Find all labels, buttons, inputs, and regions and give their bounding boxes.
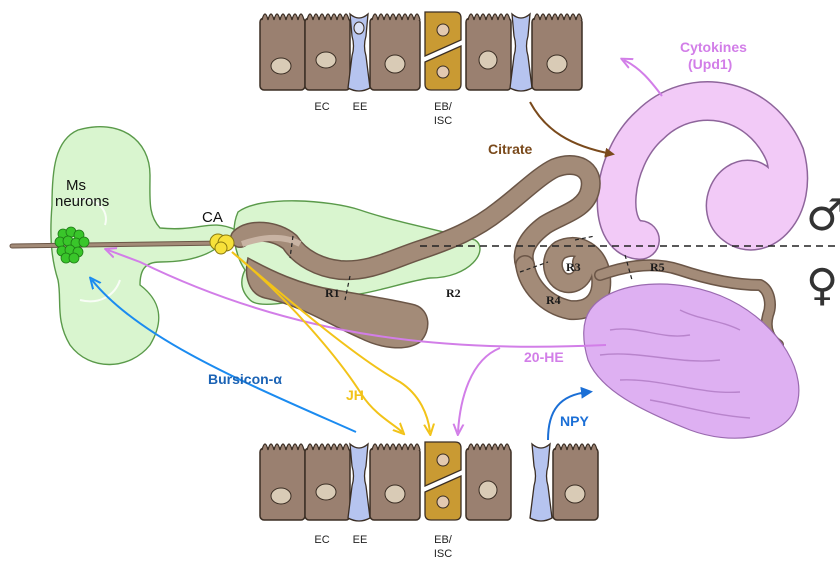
gut-region-r5-label: R5 <box>650 260 665 274</box>
cytokines-arrow <box>624 60 662 96</box>
ms-label-line2: neurons <box>55 193 109 210</box>
bottom-isc-label: ISC <box>434 548 452 560</box>
ec-cell <box>370 14 420 90</box>
top-eb-label: EB/ <box>434 101 453 113</box>
ec-cell <box>553 444 598 520</box>
gut-region-r2-label: R2 <box>446 286 461 300</box>
ee-cell <box>530 444 552 521</box>
top-ec-label: EC <box>314 101 329 113</box>
citrate-arrow <box>530 102 612 154</box>
he20-label: 20-HE <box>524 349 564 365</box>
ec-cell <box>466 444 511 520</box>
eb-isc-cell <box>425 442 461 520</box>
npy-label: NPY <box>560 413 589 429</box>
he20-to-gut-arrow <box>458 348 500 432</box>
ec-cell <box>305 444 350 520</box>
ee-cell <box>348 444 370 521</box>
ec-cell <box>466 14 511 90</box>
gut-region-r4-label: R4 <box>546 293 561 307</box>
ec-cell <box>305 14 350 90</box>
top-isc-label: ISC <box>434 115 452 127</box>
citrate-label: Citrate <box>488 141 533 157</box>
bursicon-label: Bursicon-α <box>208 371 282 387</box>
gut-region-r3-label: R3 <box>566 260 581 274</box>
ca-label: CA <box>202 209 223 226</box>
ms-label-line1: Ms <box>66 177 86 194</box>
bottom-ee-label: EE <box>353 534 368 546</box>
male-symbol: ♂ <box>806 190 840 241</box>
jh-label: JH <box>346 387 364 403</box>
ec-cell <box>532 14 582 90</box>
top-ee-label: EE <box>353 101 368 113</box>
cytokines-label-line2: (Upd1) <box>688 56 732 72</box>
gut-region-r1-label: R1 <box>325 286 340 300</box>
bottom-epithelium: EC EE EB/ ISC <box>260 442 598 560</box>
ec-cell <box>370 444 420 520</box>
ee-cell <box>510 14 532 91</box>
bottom-eb-label: EB/ <box>434 534 453 546</box>
female-symbol: ♀ <box>806 260 838 311</box>
testis <box>617 101 789 240</box>
corpora-allata <box>210 234 234 254</box>
eb-isc-cell <box>425 12 461 90</box>
bottom-ec-label: EC <box>314 534 329 546</box>
cytokines-label-line1: Cytokines <box>680 39 747 55</box>
ec-cell <box>260 444 305 520</box>
ec-cell <box>260 14 305 90</box>
ee-cell <box>348 14 370 91</box>
